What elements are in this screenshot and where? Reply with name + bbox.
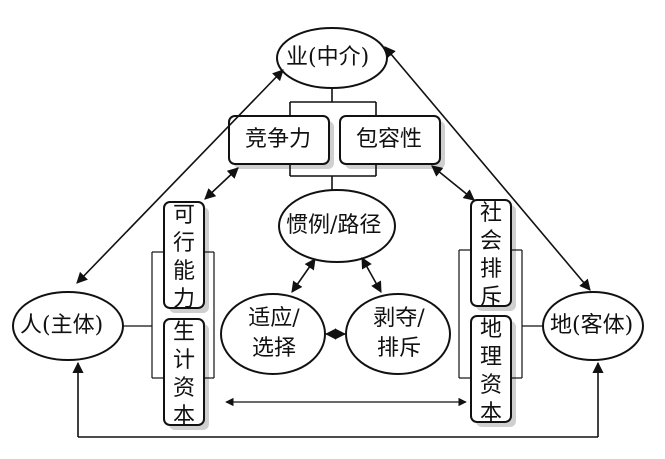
node-boduo-label: 剥夺/ 排斥 bbox=[368, 304, 430, 364]
sh-char-3: 排 bbox=[479, 257, 502, 282]
node-kexingnengli-label: 可 行 能 力 bbox=[167, 202, 201, 314]
boduo-line-2: 排斥 bbox=[376, 336, 421, 361]
shengjiziben-box bbox=[163, 318, 205, 426]
sj-char-4: 本 bbox=[172, 404, 195, 429]
arrow-ye-ren bbox=[76, 69, 284, 284]
arrow-ye-di bbox=[384, 46, 591, 291]
sh-char-1: 社 bbox=[479, 201, 502, 226]
dl-char-3: 资 bbox=[479, 373, 502, 398]
arrow-bottom-loop bbox=[72, 361, 604, 438]
node-shengjiziben-label: 生 计 资 本 bbox=[167, 319, 201, 431]
arrow-brx-shpc bbox=[431, 165, 475, 201]
node-baorongxing-label: 包容性 bbox=[356, 127, 423, 152]
node-shiying-label: 适应/ 选择 bbox=[243, 304, 305, 364]
sj-char-2: 计 bbox=[172, 348, 195, 373]
sh-char-2: 会 bbox=[479, 229, 502, 254]
shiying-line-1: 适应/ bbox=[248, 306, 300, 331]
shiying-line-2: 选择 bbox=[251, 336, 296, 361]
arrow-gl-bd bbox=[361, 257, 382, 293]
sj-char-1: 生 bbox=[172, 320, 195, 345]
node-dilizibeng-label: 地 理 资 本 bbox=[474, 316, 508, 428]
kx-char-2: 行 bbox=[172, 231, 195, 256]
node-ren-label: 人(主体) bbox=[20, 313, 104, 338]
boduo-line-1: 剥夺/ bbox=[373, 306, 425, 331]
mid-bracket bbox=[289, 164, 377, 190]
node-ye-label: 业(中介) bbox=[286, 45, 370, 70]
arrow-jzl-kxnl bbox=[204, 167, 239, 200]
dl-char-1: 地 bbox=[479, 317, 502, 342]
node-jingzhengli-label: 竞争力 bbox=[245, 127, 312, 152]
dilizibeng-box bbox=[470, 315, 512, 423]
kx-char-3: 能 bbox=[172, 259, 195, 284]
sj-char-3: 资 bbox=[172, 376, 195, 401]
node-shehuipaichi-label: 社 会 排 斥 bbox=[474, 200, 508, 312]
dl-char-4: 本 bbox=[479, 401, 502, 426]
kx-char-1: 可 bbox=[172, 203, 195, 228]
sh-char-4: 斥 bbox=[479, 285, 502, 310]
arrow-gl-sy bbox=[291, 258, 316, 293]
node-guanli-lujing-label: 惯例/路径 bbox=[286, 213, 382, 238]
node-di-label: 地(客体) bbox=[550, 313, 634, 338]
top-bracket bbox=[289, 88, 377, 116]
kx-char-4: 力 bbox=[172, 287, 195, 312]
dl-char-2: 理 bbox=[479, 345, 502, 370]
